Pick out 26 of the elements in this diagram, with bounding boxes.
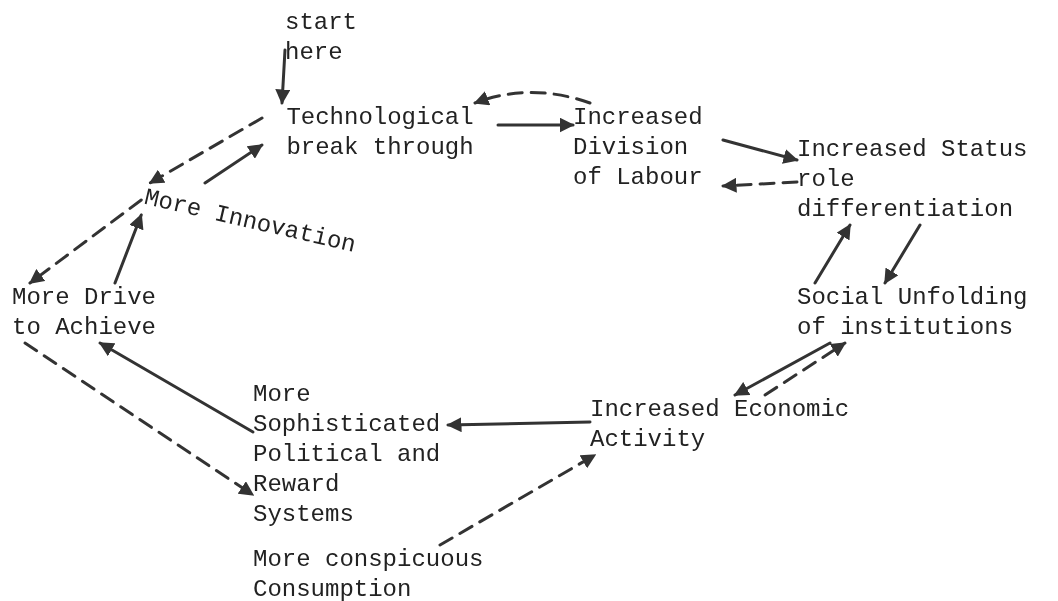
arrow [446, 417, 592, 433]
arrow [473, 91, 592, 106]
arrow [275, 48, 291, 105]
arrow [496, 117, 575, 133]
cycle-label: start here [285, 8, 365, 68]
cycle-label: Social Unfolding of institutions [797, 283, 1042, 343]
arrow [733, 341, 832, 397]
arrow [28, 198, 143, 285]
cycle-label: More Drive to Achieve [12, 283, 172, 343]
arrow [721, 138, 799, 164]
arrow [98, 341, 255, 434]
arrow [23, 341, 255, 497]
arrow [763, 341, 847, 397]
arrow [148, 116, 264, 185]
cycle-label: More Sophisticated Political and Reward Systems [253, 380, 448, 530]
cycle-label: Increased Division of Labour [573, 103, 723, 193]
cycle-label: Technological break through [262, 103, 498, 163]
arrow [721, 177, 799, 193]
cycle-label: Increased Status role differentiation [797, 135, 1037, 225]
cycle-label: More conspicuous Consumption [253, 545, 513, 601]
arrow [203, 143, 264, 185]
cycle-label: Increased Economic Activity [590, 395, 850, 455]
arrow [438, 453, 597, 547]
arrow [813, 223, 852, 285]
arrow [883, 223, 922, 285]
arrow [113, 213, 144, 285]
